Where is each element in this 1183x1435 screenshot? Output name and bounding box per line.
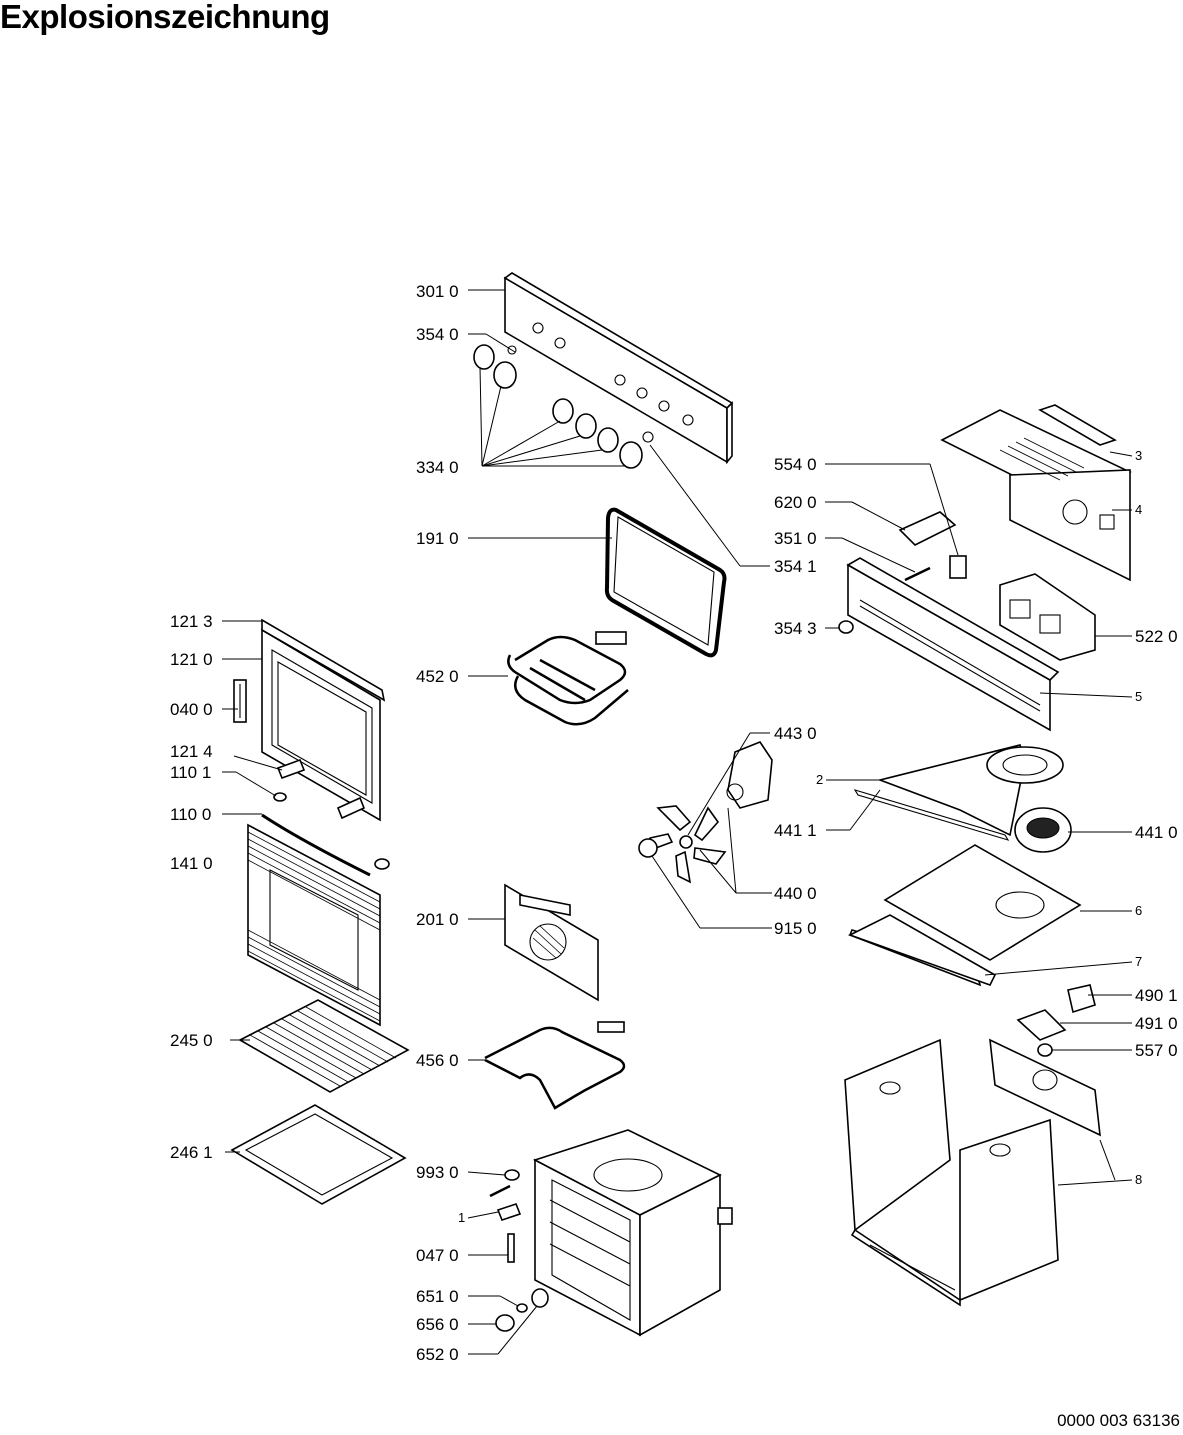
callout-557-0: 557 0	[1135, 1041, 1178, 1060]
callout-554-0: 554 0	[774, 455, 817, 474]
callout-652-0: 652 0	[416, 1345, 459, 1364]
door-hinge-parts	[261, 758, 390, 877]
fan-cover	[504, 883, 599, 1002]
housing-frame	[844, 1038, 1101, 1307]
callout-201-0: 201 0	[416, 910, 459, 929]
outer-door-glass	[247, 823, 381, 1027]
callout-121-0: 121 0	[170, 650, 213, 669]
callout-1: 1	[458, 1210, 465, 1225]
callout-5: 5	[1135, 689, 1142, 704]
electronics-small	[1016, 984, 1096, 1057]
callout-443-0: 443 0	[774, 724, 817, 743]
callout-452-0: 452 0	[416, 667, 459, 686]
callout-labels: 301 0 354 0 334 0 191 0 354 1 554 0 620 …	[170, 282, 1178, 1364]
callout-040-0: 040 0	[170, 700, 213, 719]
callout-351-0: 351 0	[774, 529, 817, 548]
control-knobs	[473, 344, 643, 469]
callout-490-1: 490 1	[1135, 986, 1178, 1005]
inner-door-frame	[233, 618, 386, 822]
callout-656-0: 656 0	[416, 1315, 459, 1334]
callout-3: 3	[1135, 448, 1142, 463]
callout-522-0: 522 0	[1135, 627, 1178, 646]
callout-456-0: 456 0	[416, 1051, 459, 1070]
callout-245-0: 245 0	[170, 1031, 213, 1050]
cooling-fan	[1014, 807, 1072, 853]
callout-2: 2	[816, 772, 823, 787]
wire-rack	[238, 999, 410, 1093]
callout-354-1: 354 1	[774, 557, 817, 576]
callout-047-0: 047 0	[416, 1246, 459, 1265]
leader-lines	[222, 289, 1133, 1355]
document-number: 0000 003 63136	[1057, 1411, 1180, 1430]
callout-651-0: 651 0	[416, 1287, 459, 1306]
callout-246-1: 246 1	[170, 1143, 213, 1162]
air-guide-plate	[853, 744, 1064, 841]
callout-121-3: 121 3	[170, 612, 213, 631]
callout-620-0: 620 0	[774, 493, 817, 512]
callout-441-0: 441 0	[1135, 823, 1178, 842]
top-heating-element	[507, 631, 629, 726]
callout-6: 6	[1135, 903, 1142, 918]
control-panel	[503, 272, 734, 465]
callout-440-0: 440 0	[774, 884, 817, 903]
oven-cavity	[532, 1129, 733, 1337]
callout-491-0: 491 0	[1135, 1014, 1178, 1033]
baking-tray	[230, 1104, 407, 1205]
callout-334-0: 334 0	[416, 458, 459, 477]
callout-141-0: 141 0	[170, 854, 213, 873]
callout-110-1: 110 1	[170, 763, 211, 782]
callout-441-1: 441 1	[774, 821, 817, 840]
callout-8: 8	[1135, 1172, 1142, 1187]
callout-121-4: 121 4	[170, 742, 213, 761]
bottom-heating-element	[484, 1021, 626, 1110]
callout-301-0: 301 0	[416, 282, 459, 301]
callout-354-3: 354 3	[774, 619, 817, 638]
callout-4: 4	[1135, 502, 1142, 517]
small-fastener-parts	[489, 1169, 549, 1332]
callout-915-0: 915 0	[774, 919, 817, 938]
fan-motor-assembly	[638, 741, 773, 884]
cover-plates	[847, 844, 1082, 987]
relay-module	[999, 573, 1096, 661]
callout-354-0: 354 0	[416, 325, 459, 344]
switches-thermostat	[838, 511, 967, 634]
callout-110-0: 110 0	[170, 805, 211, 824]
callout-993-0: 993 0	[416, 1163, 459, 1182]
callout-191-0: 191 0	[416, 529, 459, 548]
door-gasket	[604, 507, 727, 658]
callout-7: 7	[1135, 954, 1142, 969]
page-title: Explosionszeichnung	[0, 0, 330, 35]
control-bracket	[846, 557, 1060, 732]
top-cover-assembly	[940, 404, 1132, 582]
